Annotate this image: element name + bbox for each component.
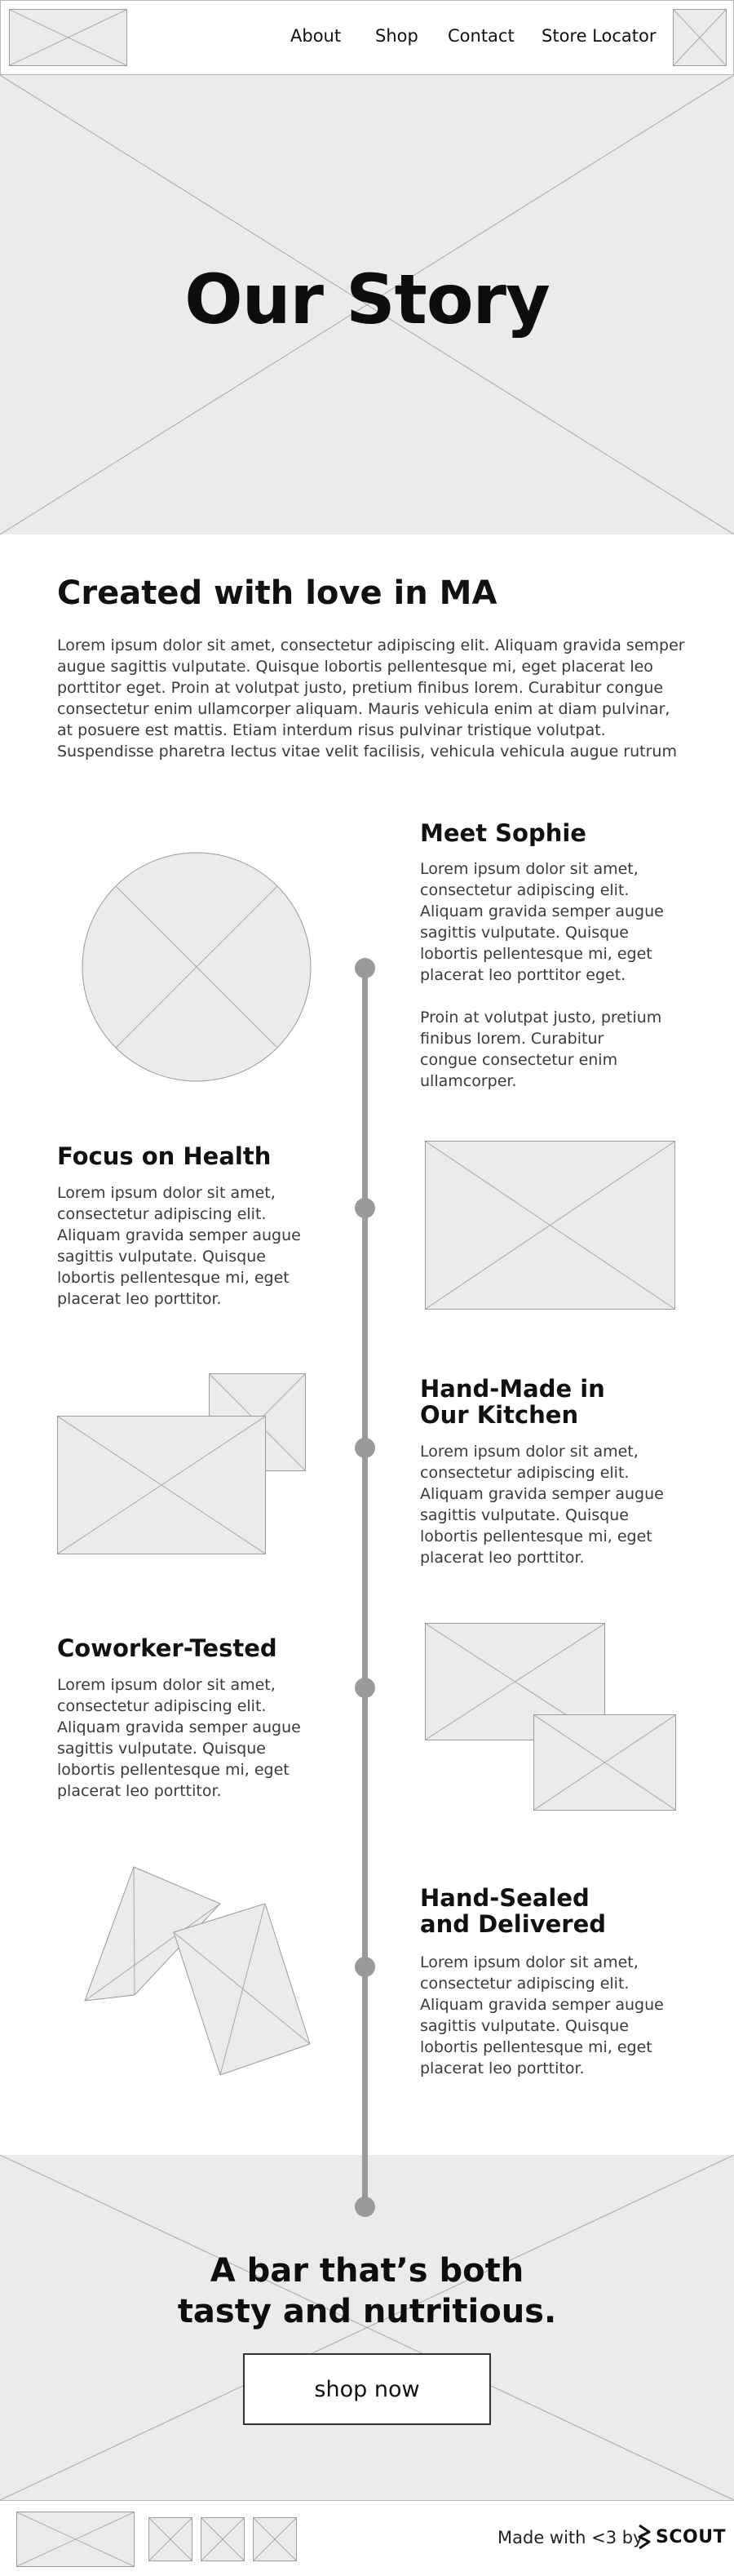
social-icon-placeholder[interactable] <box>253 2517 297 2561</box>
cart-icon-placeholder[interactable] <box>673 9 727 66</box>
timeline-item-heading: Coworker-Tested <box>57 1634 277 1662</box>
scout-logo-icon <box>638 2524 651 2550</box>
sophie-photo-placeholder <box>82 852 312 1082</box>
nav-contact-link[interactable]: Contact <box>448 26 515 46</box>
nav-about-link[interactable]: About <box>290 26 342 46</box>
site-header: About Shop Contact Store Locator <box>0 0 734 75</box>
timeline-item-heading: Focus on Health <box>57 1142 272 1170</box>
timeline-item-heading: Meet Sophie <box>420 819 586 847</box>
scout-wordmark: SCOUT <box>656 2526 727 2547</box>
footer-logo-placeholder[interactable] <box>16 2512 135 2567</box>
coworker-image-placeholder-front <box>533 1714 676 1811</box>
intro-body: Lorem ipsum dolor sit amet, consectetur … <box>57 636 685 760</box>
nav-store-locator-link[interactable]: Store Locator <box>542 26 657 46</box>
timeline-line <box>362 968 368 2208</box>
timeline-dot <box>355 1678 375 1698</box>
timeline-item-body: Lorem ipsum dolor sit amet, consectetur … <box>57 1676 301 1800</box>
timeline-dot <box>355 1438 375 1458</box>
timeline-item-heading: Hand-Sealed and Delivered <box>420 1884 606 1938</box>
intro-heading: Created with love in MA <box>57 574 497 612</box>
timeline-dot <box>355 1957 375 1977</box>
hero-title: Our Story <box>184 259 550 339</box>
delivered-image-placeholder <box>84 1866 311 2076</box>
scout-brand[interactable]: SCOUT <box>636 2523 726 2551</box>
timeline-item-body: Lorem ipsum dolor sit amet, consectetur … <box>420 860 664 984</box>
health-image-placeholder <box>425 1141 675 1310</box>
timeline-dot-end <box>355 2197 375 2217</box>
timeline-item-body: Lorem ipsum dolor sit amet, consectetur … <box>57 1184 301 1308</box>
shop-now-button[interactable]: shop now <box>243 2353 491 2425</box>
kitchen-image-placeholder-front <box>57 1416 266 1554</box>
timeline-item-body-secondary: Proin at volutpat justo, pretium finibus… <box>420 1009 662 1090</box>
timeline-item-body: Lorem ipsum dolor sit amet, consectetur … <box>420 1953 664 2077</box>
hero-image-placeholder <box>0 75 734 534</box>
cta-title: A bar that’s both tasty and nutritious. <box>177 2252 557 2330</box>
logo-placeholder[interactable] <box>9 9 127 66</box>
nav-shop-link[interactable]: Shop <box>375 26 418 46</box>
timeline-dot <box>355 1198 375 1218</box>
social-icon-placeholder[interactable] <box>201 2517 245 2561</box>
timeline-dot <box>355 958 375 978</box>
timeline-item-body: Lorem ipsum dolor sit amet, consectetur … <box>420 1443 664 1567</box>
timeline-line-end <box>362 2155 368 2209</box>
social-icon-placeholder[interactable] <box>148 2517 192 2561</box>
made-with-text: Made with <3 by <box>497 2528 643 2547</box>
timeline-item-heading: Hand-Made in Our Kitchen <box>420 1375 605 1429</box>
